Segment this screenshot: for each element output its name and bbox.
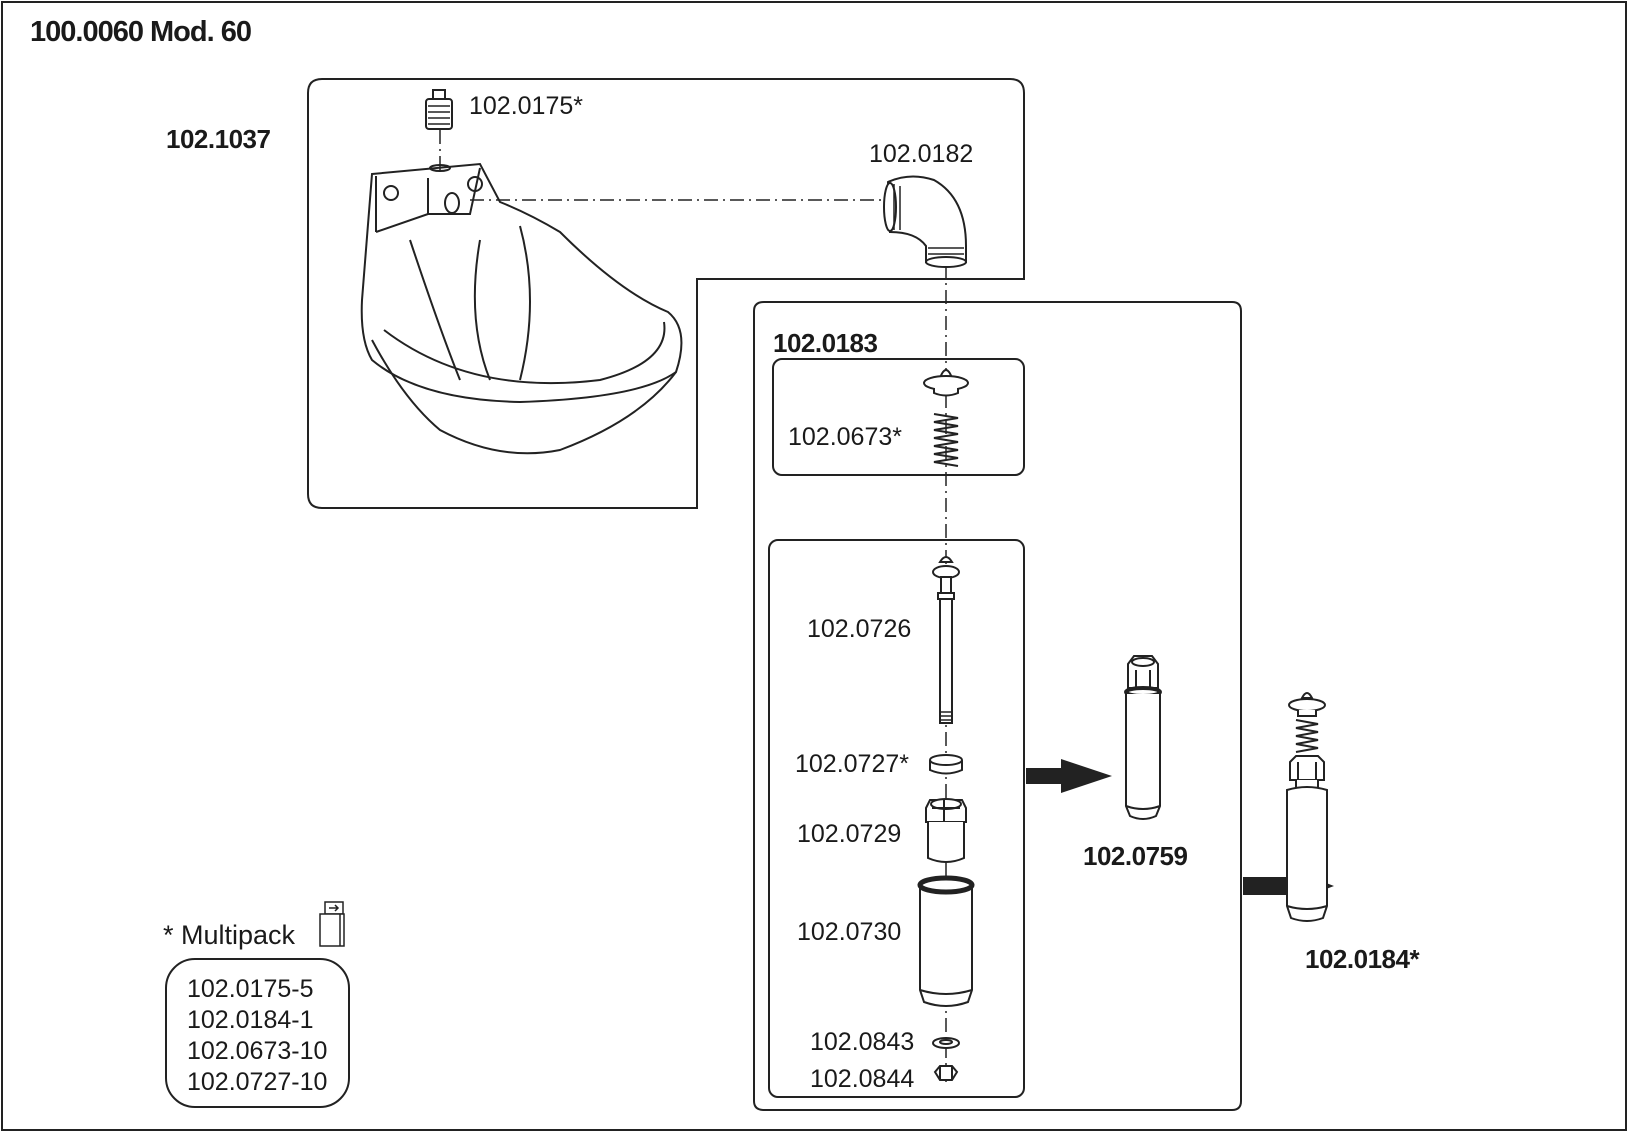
label-plug: 102.0175* xyxy=(469,92,584,120)
pin-subgroup-outline xyxy=(768,539,1025,1098)
multipack-item: 102.0175-5 xyxy=(187,975,314,1003)
complete-valve-part xyxy=(1286,692,1328,922)
label-complete-valve: 102.0184* xyxy=(1305,944,1420,974)
nut-sleeve-part xyxy=(925,798,967,863)
label-small-nut: 102.0844 xyxy=(810,1065,915,1093)
label-nut-sleeve: 102.0729 xyxy=(797,820,902,848)
valve-cap-part xyxy=(923,369,969,397)
multipack-heading: * Multipack xyxy=(163,920,296,950)
small-washer-part xyxy=(932,1037,960,1049)
valve-subgroup-outline xyxy=(772,358,1025,476)
multipack-item: 102.0727-10 xyxy=(187,1068,328,1096)
bowl-part xyxy=(360,162,683,455)
spring-part xyxy=(933,413,959,467)
multipack-item: 102.0184-1 xyxy=(187,1006,314,1034)
tube-part xyxy=(917,875,975,1007)
bowl-group-outline xyxy=(307,78,1025,509)
pin-part xyxy=(932,556,960,724)
tube-assembly-part xyxy=(1124,655,1162,820)
diagram-title: 100.0060 Mod. 60 xyxy=(30,16,252,48)
arrow-to-tube-assembly xyxy=(1026,759,1112,793)
plug-part xyxy=(425,89,453,130)
washer-part xyxy=(929,754,963,775)
label-tube: 102.0730 xyxy=(797,918,902,946)
label-elbow: 102.0182 xyxy=(869,140,974,168)
label-pin: 102.0726 xyxy=(807,615,912,643)
label-valve-spring: 102.0673* xyxy=(788,423,903,451)
label-small-washer: 102.0843 xyxy=(810,1028,915,1056)
package-icon xyxy=(319,901,345,947)
label-bowl: 102.1037 xyxy=(166,124,271,154)
label-valve-assembly: 102.0183 xyxy=(773,328,878,358)
elbow-part xyxy=(883,175,967,268)
small-nut-part xyxy=(933,1065,959,1081)
valve-group-outline xyxy=(753,301,1242,1111)
label-tube-assembly: 102.0759 xyxy=(1083,841,1188,871)
multipack-list: 102.0175-5 102.0184-1 102.0673-10 102.07… xyxy=(165,958,350,1108)
multipack-item: 102.0673-10 xyxy=(187,1037,328,1065)
label-washer: 102.0727* xyxy=(795,750,910,778)
